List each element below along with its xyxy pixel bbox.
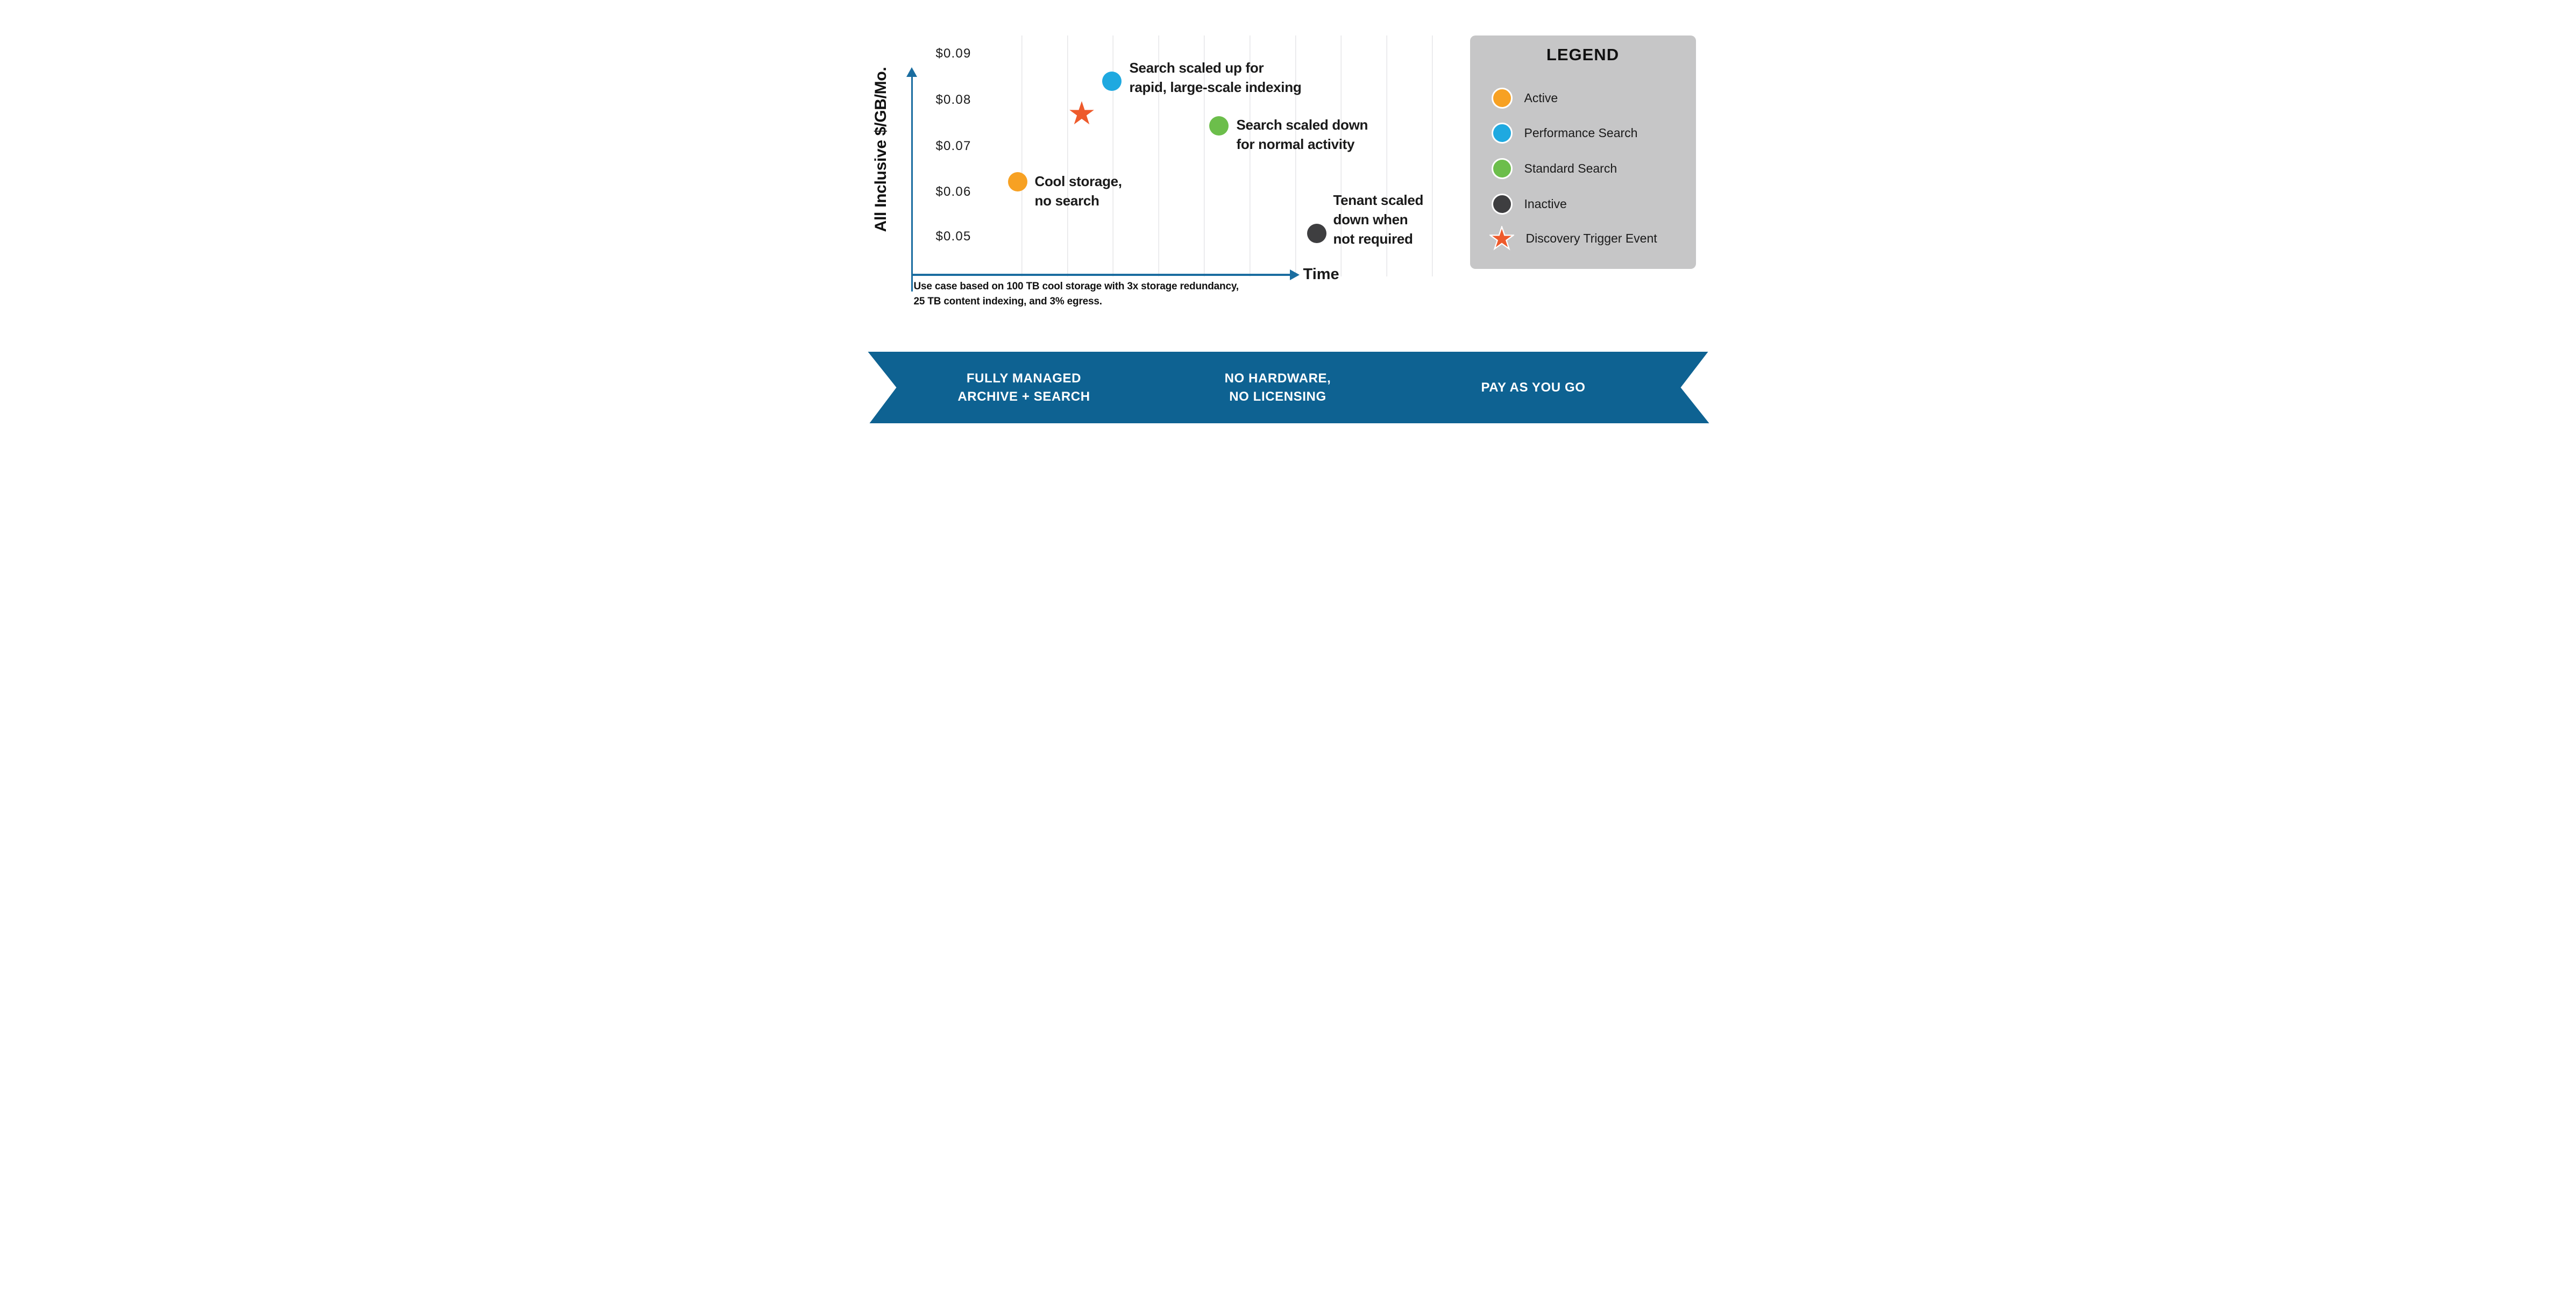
banner-segment-line: NO LICENSING	[1229, 389, 1326, 404]
annotation-standard-line2: for normal activity	[1236, 136, 1355, 152]
annotation-performance: Search scaled up for rapid, large-scale …	[1130, 58, 1302, 97]
annotation-inactive-line3: not required	[1333, 231, 1413, 247]
y-axis-title: All Inclusive $/GB/Mo.	[871, 67, 890, 232]
marker-standard-circle	[1209, 116, 1229, 136]
footnote-line2: 25 TB content indexing, and 3% egress.	[913, 296, 1103, 307]
x-axis-arrow-icon	[1289, 269, 1300, 280]
y-tick-006: $0.06	[935, 184, 971, 199]
annotation-inactive: Tenant scaled down when not required	[1333, 190, 1424, 248]
annotation-performance-line1: Search scaled up for	[1129, 60, 1264, 76]
marker-inactive-circle	[1307, 224, 1326, 243]
marker-performance-circle	[1102, 72, 1122, 91]
banner-segment-pay-as-you-go: PAY AS YOU GO	[1431, 352, 1636, 423]
legend-item-discovery: Discovery Trigger Event	[1470, 225, 1696, 251]
y-tick-005: $0.05	[935, 229, 971, 244]
y-tick-009: $0.09	[935, 46, 971, 61]
vertical-gridlines	[1021, 35, 1434, 276]
infographic-canvas: All Inclusive $/GB/Mo. $0.09 $0.08 $0.07…	[866, 0, 1710, 426]
legend-performance-circle-icon	[1491, 122, 1513, 144]
legend-active-circle-icon	[1491, 87, 1513, 109]
banner-segment-line: PAY AS YOU GO	[1481, 380, 1586, 395]
legend-item-label: Active	[1524, 90, 1558, 105]
annotation-inactive-line2: down when	[1333, 211, 1408, 228]
y-tick-007: $0.07	[935, 139, 971, 153]
annotation-standard-line1: Search scaled down	[1236, 117, 1368, 133]
legend-item-label: Performance Search	[1524, 125, 1638, 140]
legend-item-active: Active	[1470, 86, 1696, 110]
legend-item-inactive: Inactive	[1470, 192, 1696, 216]
x-axis-line	[911, 274, 1290, 276]
legend-item-performance: Performance Search	[1470, 121, 1696, 145]
annotation-active-line1: Cool storage,	[1034, 173, 1123, 189]
y-axis-line	[911, 76, 913, 292]
banner-ribbon: FULLY MANAGED ARCHIVE + SEARCH NO HARDWA…	[868, 352, 1709, 423]
annotation-active: Cool storage, no search	[1034, 172, 1123, 210]
footnote-line1: Use case based on 100 TB cool storage wi…	[913, 281, 1239, 292]
y-axis-arrow-icon	[906, 67, 917, 77]
banner-segment-line: FULLY MANAGED	[966, 371, 1082, 386]
legend-panel: LEGEND Active Performance Search Standar…	[1470, 35, 1696, 269]
banner-segment-line: NO HARDWARE,	[1224, 371, 1331, 386]
y-tick-008: $0.08	[935, 93, 971, 107]
annotation-performance-line2: rapid, large-scale indexing	[1129, 79, 1302, 95]
x-axis-title: Time	[1303, 266, 1339, 283]
legend-item-label: Standard Search	[1524, 161, 1617, 175]
marker-active-circle	[1007, 172, 1027, 191]
marker-discovery-star-icon	[1069, 101, 1094, 125]
legend-item-standard: Standard Search	[1470, 157, 1696, 180]
banner-segment-line: ARCHIVE + SEARCH	[957, 389, 1090, 404]
annotation-inactive-line1: Tenant scaled	[1333, 192, 1424, 208]
legend-title: LEGEND	[1546, 45, 1620, 64]
legend-item-label: Discovery Trigger Event	[1525, 231, 1657, 245]
annotation-standard: Search scaled down for normal activity	[1237, 115, 1368, 154]
legend-discovery-star-icon	[1488, 225, 1515, 251]
banner-segment-fully-managed: FULLY MANAGED ARCHIVE + SEARCH	[922, 352, 1126, 423]
legend-inactive-circle-icon	[1491, 193, 1513, 215]
legend-item-label: Inactive	[1524, 196, 1567, 211]
annotation-active-line2: no search	[1034, 193, 1099, 209]
banner-segment-no-hardware: NO HARDWARE, NO LICENSING	[1176, 352, 1380, 423]
legend-standard-circle-icon	[1491, 158, 1513, 179]
